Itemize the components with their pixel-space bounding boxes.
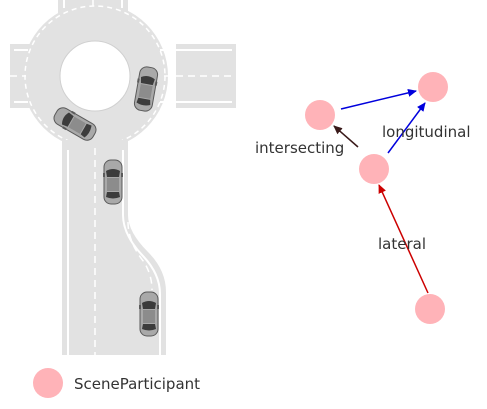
road-scene [10,0,236,355]
car-icon-merge-lane [138,291,160,337]
edge-label-lateral: lateral [378,235,426,253]
edge-longitudinal-top [340,88,417,110]
edge-label-intersecting: intersecting [255,139,344,157]
node-scene-participant-top-right [418,72,448,102]
edge-lateral [378,184,429,294]
legend-label: SceneParticipant [74,375,200,393]
edge-label-longitudinal: longitudinal [382,123,470,141]
car-icon-south-lane [102,159,124,205]
scene-graph: longitudinal intersecting lateral [255,72,470,324]
legend-node-swatch [33,368,63,398]
node-scene-participant-bottom [415,294,445,324]
edge-longitudinal-center [387,102,426,154]
lane-dashes [10,0,236,355]
legend: SceneParticipant [33,368,200,398]
edge-intersecting [333,125,359,148]
roundabout-island [59,40,131,112]
node-scene-participant-center [359,154,389,184]
road-edge-lines [14,0,232,355]
node-scene-participant-top-left [305,100,335,130]
